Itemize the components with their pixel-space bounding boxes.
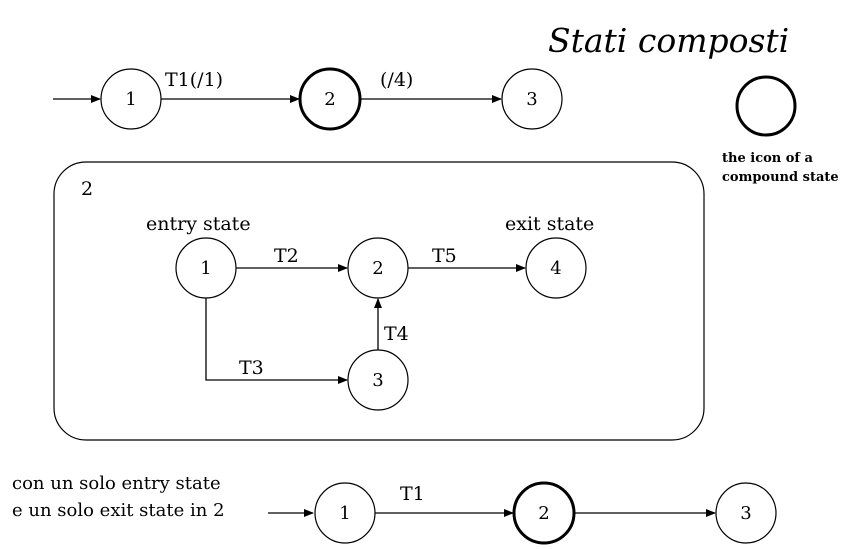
inner-node-2-label: 2 xyxy=(372,258,383,279)
inner-edge-T2-label: T2 xyxy=(274,245,299,267)
inner-edge-T3 xyxy=(205,298,348,384)
exit-state-label: exit state xyxy=(505,213,594,235)
bottom-node-2-label: 2 xyxy=(538,503,549,524)
inner-node-1-label: 1 xyxy=(200,258,211,279)
icon-caption-line1: the icon of a xyxy=(722,151,814,166)
top-node-1-label: 1 xyxy=(125,89,136,110)
inner-node-3-label: 3 xyxy=(372,370,383,391)
inner-edge-T5-label: T5 xyxy=(432,245,457,267)
compound-state-icon xyxy=(735,75,797,137)
bottom-node-1-label: 1 xyxy=(339,503,350,524)
bottom-node-3-label: 3 xyxy=(740,503,751,524)
top-node-3-label: 3 xyxy=(526,89,537,110)
top-edge-2-3-label: (/4) xyxy=(380,69,413,91)
inner-node-4-label: 4 xyxy=(550,258,561,279)
entry-state-label: entry state xyxy=(146,213,251,235)
compound-state-label: 2 xyxy=(81,178,93,200)
bottom-edge-1-2-label: T1 xyxy=(400,483,425,505)
compound-state-box xyxy=(53,161,705,441)
top-node-2-label: 2 xyxy=(324,89,335,110)
bottom-note-line1: con un solo entry state xyxy=(12,473,221,494)
inner-edge-T3-label: T3 xyxy=(239,357,264,379)
page-title: Stati composti xyxy=(548,21,789,60)
top-edge-1-2-label: T1(/1) xyxy=(165,69,223,91)
inner-node-4 xyxy=(525,237,587,299)
icon-caption-line2: compound state xyxy=(722,170,839,185)
bottom-note-line2: e un solo exit state in 2 xyxy=(12,500,225,521)
inner-edge-T4-label: T4 xyxy=(384,323,409,345)
bottom-node-3 xyxy=(715,482,777,544)
top-node-3 xyxy=(501,68,563,130)
